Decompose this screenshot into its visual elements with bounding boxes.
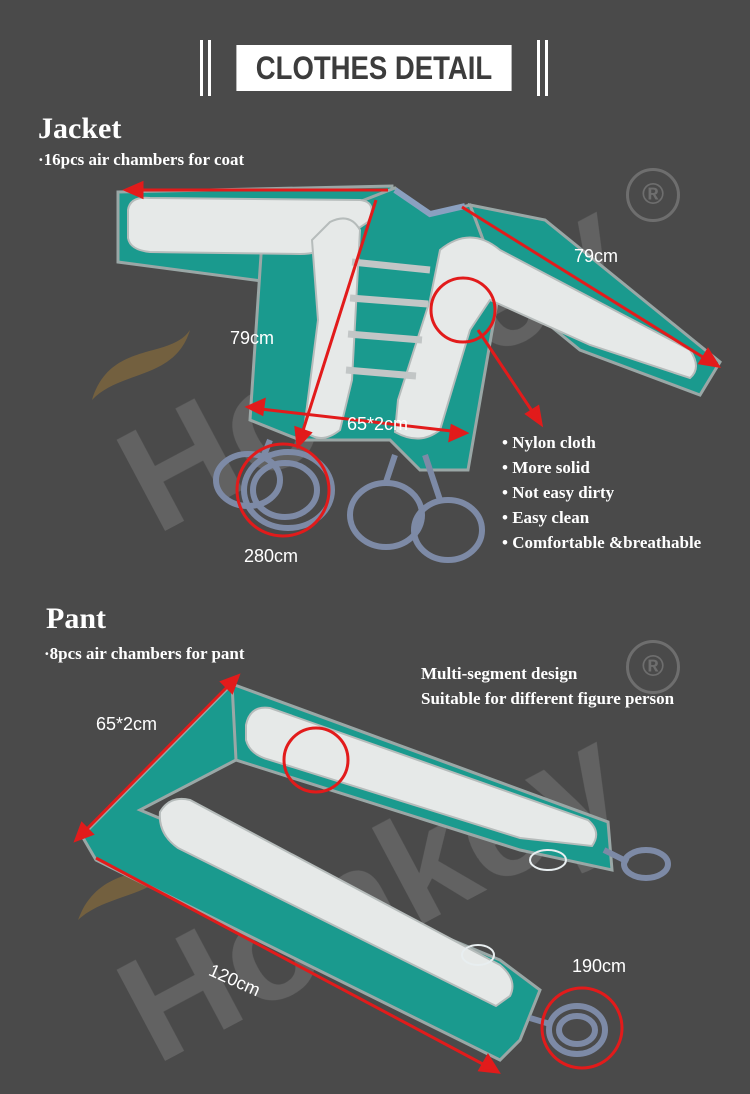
list-item: Nylon cloth [502,430,701,455]
pant-width-dimension: 65*2cm [96,714,158,734]
pant-subtitle: ·8pcs air chambers for pant [44,644,245,663]
jacket-feature-list: Nylon cloth More solid Not easy dirty Ea… [502,430,701,555]
pant-hose-dimension: 190cm [572,956,627,976]
page-title: CLOTHES DETAIL [236,45,512,91]
jacket-width-dimension: 65*2cm [347,414,409,434]
pant-callout-line2: Suitable for different figure person [421,689,675,708]
pant-callout-line1: Multi-segment design [421,664,578,683]
list-item: Easy clean [502,505,701,530]
header-banner: CLOTHES DETAIL [200,40,548,96]
jacket-sleeve-dimension: 79cm [574,246,619,266]
list-item: Comfortable &breathable [502,530,701,555]
jacket-measure-markers [122,180,722,538]
jacket-hose-dimension: 280cm [244,546,299,566]
banner-left-bar [200,40,203,96]
pant-title: Pant [46,602,106,635]
list-item: Not easy dirty [502,480,701,505]
jacket-subtitle: ·16pcs air chambers for coat [38,150,245,169]
registered-mark-icon: ® [626,640,680,694]
pant-garment [80,680,671,1062]
banner-right-bar [545,40,548,96]
registered-mark-icon: ® [626,168,680,222]
jacket-title: Jacket [38,112,122,145]
banner-left-bar-inner [208,40,211,96]
jacket-length-dimension: 79cm [230,328,275,348]
banner-right-bar-inner [537,40,540,96]
list-item: More solid [502,455,701,480]
pant-measure-markers [73,673,624,1074]
